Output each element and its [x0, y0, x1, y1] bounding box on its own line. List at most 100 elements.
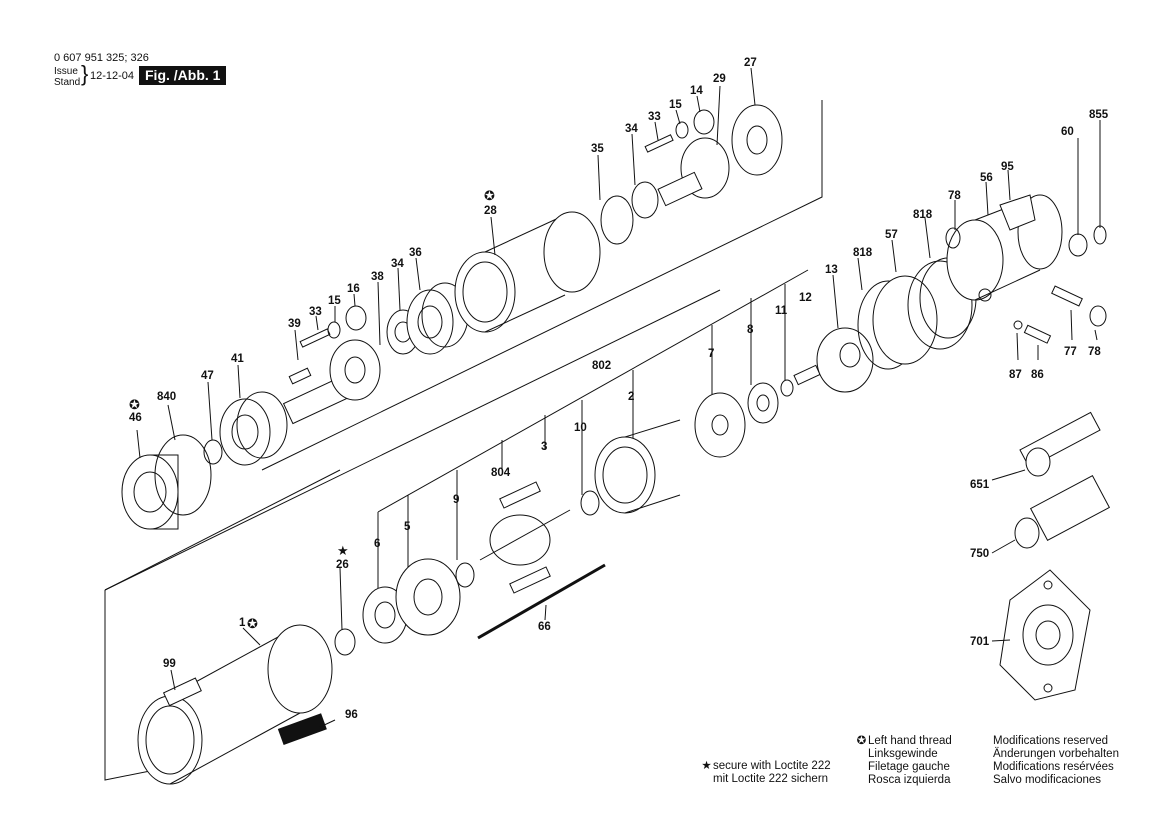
- label-part-26: 26: [336, 559, 349, 571]
- label-part-36: 36: [409, 247, 422, 259]
- part-99-label: [162, 677, 202, 707]
- label-part-27: 27: [744, 57, 757, 69]
- part-66-rod: [477, 563, 606, 640]
- part-77-pin: [1051, 285, 1083, 307]
- label-part-16: 16: [347, 283, 360, 295]
- left-hand-en: Left hand thread: [868, 735, 952, 747]
- part-9-washer: [455, 562, 475, 588]
- part-1-outer-housing: [137, 624, 333, 785]
- label-part-29: 29: [713, 73, 726, 85]
- label-part-855: 855: [1089, 109, 1109, 121]
- left-hand-es: Rosca izquierda: [868, 774, 951, 786]
- left-hand-de: Linksgewinde: [868, 748, 938, 760]
- label-part-95: 95: [1001, 161, 1014, 173]
- label-part-86: 86: [1031, 369, 1044, 381]
- part-28-housing: [454, 211, 601, 333]
- label-part-10: 10: [574, 422, 587, 434]
- part-16-gear-lower: [345, 305, 367, 331]
- label-part-840: 840: [157, 391, 176, 403]
- part-29-planet-carrier: [657, 137, 730, 207]
- part-2-cylinder: [594, 419, 681, 514]
- part-7-end-plate: [694, 392, 746, 458]
- part-804-vane-upper: [499, 481, 541, 509]
- part-78-plug-lower: [1089, 305, 1107, 327]
- part-13-flange: [816, 327, 874, 393]
- modifications-legend: Modifications reserved Änderungen vorbeh…: [993, 735, 1119, 787]
- part-5-end-plate: [395, 558, 461, 636]
- left-hand-thread-legend: ✪Left hand thread Linksgewinde Filetage …: [855, 735, 952, 787]
- part-35-snap-ring: [600, 195, 634, 245]
- loctite-legend: ★secure with Loctite 222 mit Loctite 222…: [700, 760, 830, 786]
- label-part-46: 46: [129, 412, 142, 424]
- label-part-47: 47: [201, 370, 214, 382]
- part-78-plug-upper: [945, 227, 961, 249]
- part-3-rotor: [479, 509, 571, 566]
- label-part-6: 6: [374, 538, 380, 550]
- part-46-end-cap: [121, 454, 179, 530]
- label-part-96: 96: [345, 709, 358, 721]
- circled-star-icon: ✪: [856, 735, 867, 747]
- label-part-38: 38: [371, 271, 384, 283]
- label-part-1: 1: [239, 617, 246, 629]
- part-12-screw: [793, 364, 821, 386]
- black-star-icon: ★: [701, 760, 712, 772]
- part-33-pin-lower: [299, 328, 331, 348]
- label-part-57: 57: [885, 229, 898, 241]
- mod-fr: Modifications resérvées: [993, 761, 1114, 773]
- part-840-o-ring: [154, 434, 212, 516]
- part-47-circlip: [203, 439, 223, 465]
- part-11-washer: [780, 379, 794, 397]
- label-part-802: 802: [592, 360, 611, 372]
- issue-stand-label: Issue Stand: [54, 66, 80, 88]
- part-26-pinion: [334, 628, 356, 656]
- label-part-9: 9: [453, 494, 459, 506]
- document-number: 0 607 951 325; 326: [54, 52, 149, 64]
- mod-es: Salvo modificaciones: [993, 774, 1102, 786]
- label-part-651: 651: [970, 479, 990, 491]
- label-part-804: 804: [491, 467, 511, 479]
- label-part-15-lower: 15: [328, 295, 341, 307]
- label-part-35: 35: [591, 143, 604, 155]
- black-star-icon: ★: [337, 544, 349, 559]
- lower-assembly-frame: [104, 469, 341, 591]
- label-part-818-lower: 818: [853, 247, 873, 259]
- label-part-78-upper: 78: [948, 190, 961, 202]
- part-36-bearing: [406, 282, 469, 355]
- label-part-66: 66: [538, 621, 551, 633]
- label-part-39: 39: [288, 318, 301, 330]
- part-750-muffler: [1014, 474, 1111, 549]
- middle-assembly-frame: [377, 269, 809, 513]
- issue-label: Issue: [54, 66, 78, 77]
- circled-star-icon: ✪: [129, 398, 140, 413]
- circled-star-icon: ✪: [247, 617, 258, 632]
- part-57-sleeve: [872, 260, 973, 365]
- part-86-spring: [1023, 324, 1052, 344]
- part-38-rotor-shaft: [282, 339, 381, 425]
- mod-de: Änderungen vorbehalten: [993, 748, 1119, 760]
- label-part-3: 3: [541, 441, 547, 453]
- upper-assembly-frame: [261, 100, 823, 471]
- label-part-99: 99: [163, 658, 176, 670]
- part-8-bearing: [747, 382, 779, 424]
- label-part-8: 8: [747, 324, 754, 336]
- issue-date: 12-12-04: [90, 70, 135, 82]
- label-part-5: 5: [404, 521, 411, 533]
- label-part-41: 41: [231, 353, 244, 365]
- label-part-28: 28: [484, 205, 497, 217]
- part-34-washer-upper: [631, 181, 659, 219]
- part-15-bushing-lower: [327, 321, 341, 339]
- label-part-7: 7: [708, 348, 714, 360]
- part-41-bearing: [219, 391, 288, 466]
- label-part-33-lower: 33: [309, 306, 322, 318]
- part-87-ball: [1013, 320, 1023, 330]
- left-hand-fr: Filetage gauche: [868, 761, 950, 773]
- label-part-2: 2: [628, 391, 634, 403]
- label-part-78-lower: 78: [1088, 346, 1101, 358]
- label-part-77: 77: [1064, 346, 1077, 358]
- label-part-87: 87: [1009, 369, 1022, 381]
- label-part-60: 60: [1061, 126, 1074, 138]
- label-part-14: 14: [690, 85, 703, 97]
- part-96-nameplate: [277, 713, 327, 745]
- label-part-33-upper: 33: [648, 111, 661, 123]
